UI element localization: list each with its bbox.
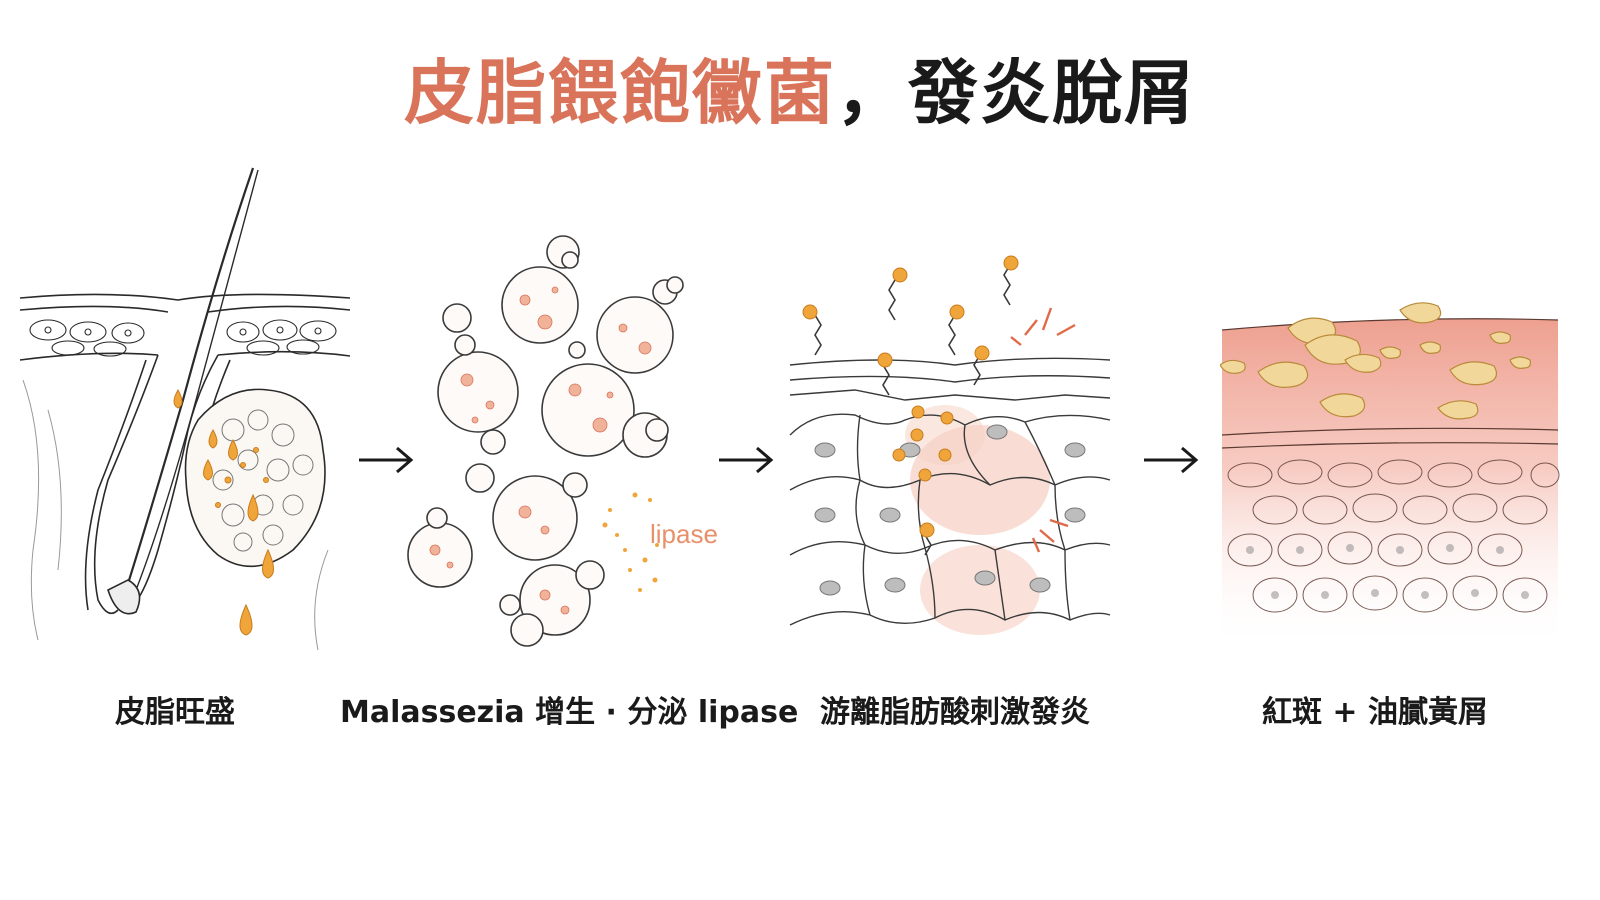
arrow-right-icon (1140, 440, 1200, 480)
step-erythema-panel (1220, 150, 1560, 670)
page-title: 皮脂餵飽黴菌，發炎脫屑 (0, 48, 1600, 138)
yeast-cells-icon: lipase (407, 235, 718, 647)
lipase-label: lipase (650, 519, 718, 549)
fatty-acids-icon (789, 255, 1111, 635)
title-rest: ，發炎脫屑 (836, 52, 1196, 134)
step-caption-fatty-acid: 游離脂肪酸刺激發炎 (820, 695, 1090, 730)
step-caption-erythema: 紅斑 + 油膩黃屑 (1261, 695, 1489, 730)
step-sebum-panel (18, 150, 353, 670)
hair-follicle-icon (19, 167, 351, 651)
step-caption-malassezia: Malassezia 增生 · 分泌 lipase (340, 695, 799, 730)
arrow-right-icon (355, 440, 415, 480)
inflamed-skin-icon (1220, 302, 1560, 650)
step-fatty-acid-panel (785, 150, 1115, 670)
step-caption-sebum: 皮脂旺盛 (115, 695, 235, 730)
arrow-right-icon (715, 440, 775, 480)
step-malassezia-panel: lipase (395, 150, 725, 670)
title-highlight: 皮脂餵飽黴菌 (404, 52, 836, 134)
